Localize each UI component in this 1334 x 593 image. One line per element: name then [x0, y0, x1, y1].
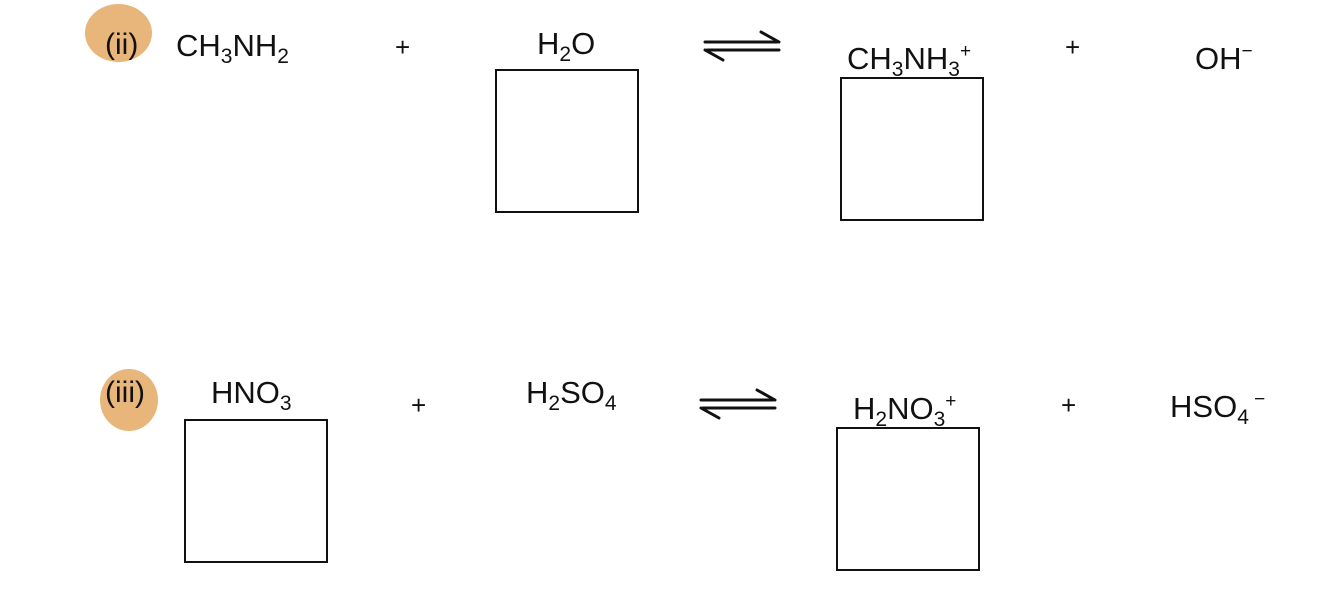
- formula-sup: −: [1241, 41, 1253, 62]
- equilibrium-arrow-ii: [703, 30, 781, 62]
- reactant-h2o: H2O: [537, 26, 595, 73]
- reaction-number-ii: (ii): [105, 28, 139, 61]
- formula-sup: −: [1248, 389, 1266, 410]
- formula-text: OH: [1195, 41, 1242, 76]
- formula-text: HNO: [211, 375, 280, 410]
- formula-text: CH: [847, 41, 892, 76]
- formula-text: NH: [903, 41, 949, 76]
- formula-sup: +: [959, 41, 972, 62]
- formula-text: CH: [176, 28, 221, 63]
- highlight-marker-iii: [100, 369, 158, 431]
- formula-text: SO: [560, 375, 605, 410]
- plus-sign-ii-right: +: [1065, 32, 1081, 62]
- plus-sign-iii-left: +: [411, 390, 427, 420]
- formula-text: H: [537, 26, 560, 61]
- formula-sub: 3: [220, 45, 233, 68]
- equilibrium-arrow-iii: [699, 388, 777, 420]
- product-h2no3-plus: H2NO3+: [853, 384, 956, 438]
- answer-box-ii-ch3nh3-plus[interactable]: [840, 77, 984, 221]
- formula-sub: 3: [948, 58, 960, 81]
- formula-sub: 2: [277, 45, 289, 68]
- formula-text: O: [571, 26, 596, 61]
- reactant-hno3: HNO3: [211, 375, 292, 422]
- product-oh-minus: OH−: [1195, 34, 1253, 77]
- answer-box-iii-h2no3-plus[interactable]: [836, 427, 980, 571]
- formula-text: H: [526, 375, 549, 410]
- formula-text: HSO: [1170, 389, 1238, 424]
- reactant-ch3nh2: CH3NH2: [176, 28, 289, 75]
- reactant-h2so4: H2SO4: [526, 375, 617, 422]
- answer-box-iii-hno3[interactable]: [184, 419, 328, 563]
- formula-sub: 3: [933, 408, 946, 431]
- plus-sign-ii-left: +: [395, 32, 411, 62]
- formula-text: NO: [887, 391, 934, 426]
- formula-sub: 2: [875, 408, 888, 431]
- formula-sub: 3: [279, 392, 292, 415]
- plus-sign-iii-right: +: [1061, 390, 1077, 420]
- formula-sub: 4: [604, 392, 617, 415]
- formula-sub: 3: [891, 58, 904, 81]
- highlight-marker-ii: [85, 4, 152, 62]
- product-hso4-minus: HSO4 −: [1170, 382, 1265, 436]
- reaction-number-iii: (iii): [105, 376, 145, 409]
- formula-text: H: [853, 391, 876, 426]
- product-ch3nh3-plus: CH3NH3+: [847, 34, 971, 88]
- formula-text: NH: [232, 28, 278, 63]
- formula-sub: 2: [548, 392, 561, 415]
- formula-sub: 2: [559, 43, 572, 66]
- formula-sup: +: [945, 391, 957, 412]
- answer-box-ii-h2o[interactable]: [495, 69, 639, 213]
- formula-sub: 4: [1237, 406, 1249, 429]
